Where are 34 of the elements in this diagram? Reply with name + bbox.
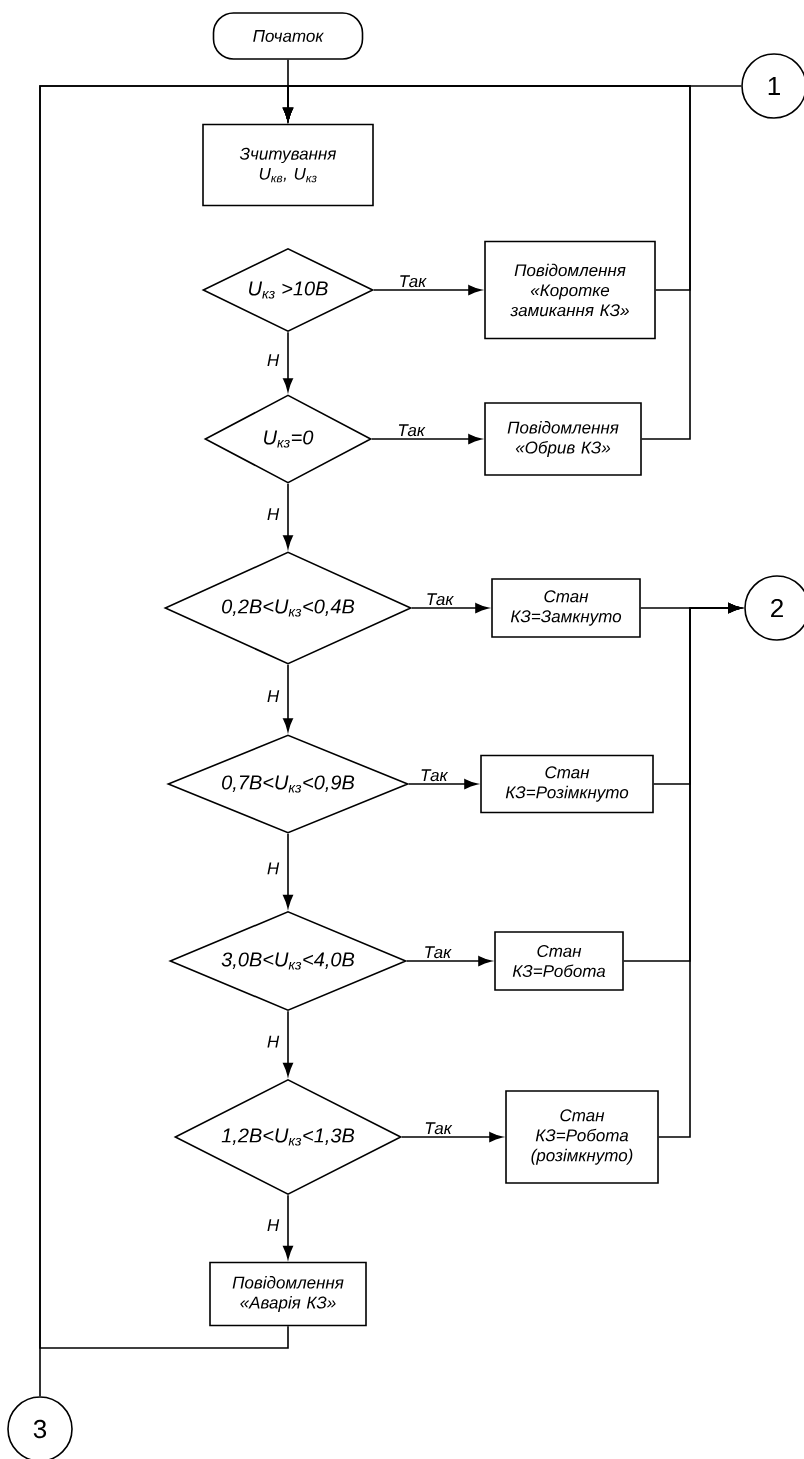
edge-label: Так (396, 423, 426, 438)
arrow (401, 1132, 503, 1142)
arrow (283, 483, 293, 549)
arrow (283, 1194, 293, 1259)
edge-label: Н (265, 1218, 281, 1233)
arrow (373, 285, 482, 295)
edge-label: Н (265, 1034, 281, 1049)
edge-label: Так (397, 274, 428, 289)
arrow (283, 59, 293, 121)
process-box: Повідомлення «Обрив КЗ» (484, 402, 642, 476)
edge-label: Так (419, 768, 449, 783)
arrow (411, 603, 489, 613)
arrow (658, 603, 742, 1138)
process-box: Стан КЗ=Замкнуто (491, 578, 641, 638)
arrow (283, 833, 293, 908)
process-box: Стан КЗ=Розімкнуто (480, 754, 654, 814)
edge-label: Н (265, 861, 281, 876)
edge-label: Так (422, 945, 453, 960)
edge-label: Так (423, 1121, 453, 1136)
process-box: Стан КЗ=Робота (494, 931, 624, 991)
arrow (406, 956, 492, 966)
edge-label: Н (265, 689, 281, 703)
process-box: Стан КЗ=Робота (розімкнуто) (505, 1090, 659, 1184)
edge-label: Н (265, 353, 281, 367)
arrow (371, 434, 482, 444)
arrow (283, 664, 293, 732)
process-box: Повідомлення «Коротке замикання КЗ» (484, 240, 656, 340)
arrow (283, 331, 293, 392)
arrow (283, 1010, 293, 1076)
edge-label: Н (265, 507, 281, 521)
arrow (408, 779, 478, 789)
process-box: Повідомлення «Аварія КЗ» (209, 1261, 367, 1327)
process-box: Зчитування U$_{кв}$, U$_{кз}$ (202, 123, 374, 207)
edge-label: Так (424, 592, 455, 607)
